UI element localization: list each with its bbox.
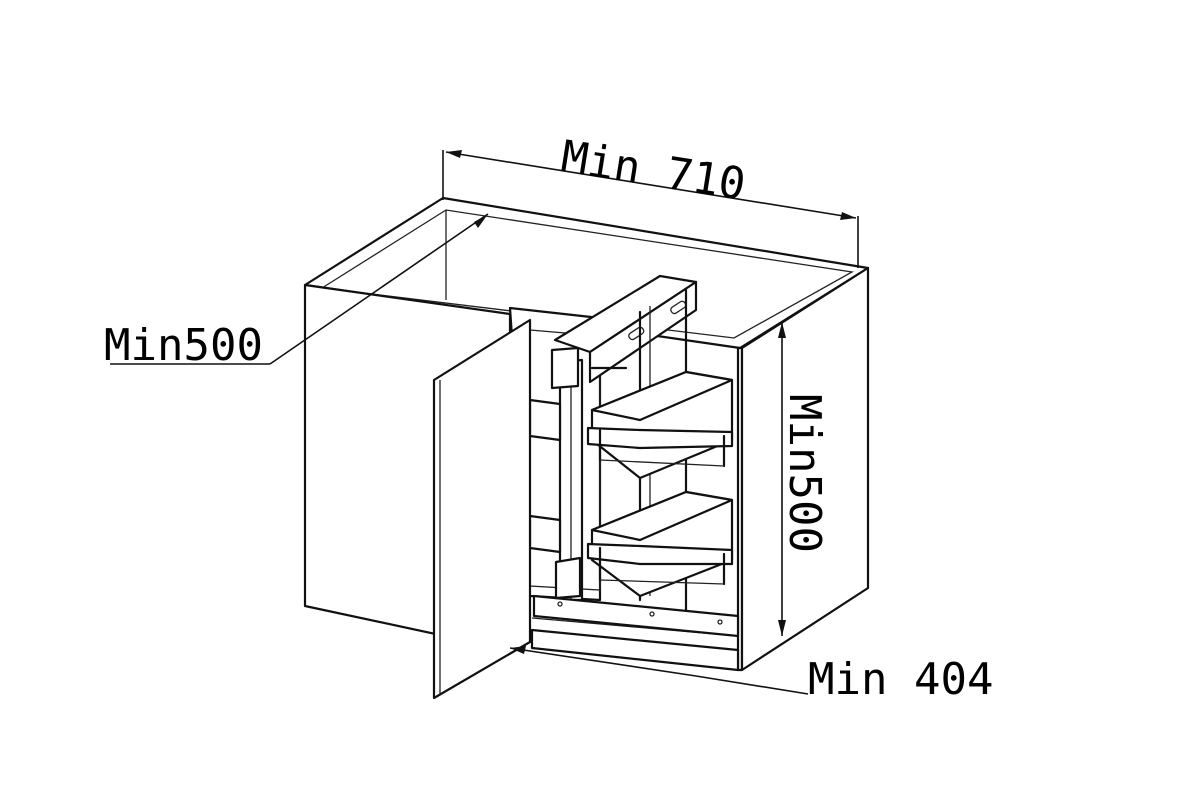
opening-dimension: Min 404 bbox=[509, 646, 993, 705]
depth-dimension: Min500 bbox=[104, 213, 489, 371]
lower-basket bbox=[586, 490, 734, 598]
cabinet-door bbox=[432, 318, 532, 700]
opening-label: Min 404 bbox=[808, 654, 993, 705]
base-runner bbox=[532, 594, 740, 638]
width-label: Min 710 bbox=[558, 131, 749, 210]
depth-label: Min500 bbox=[104, 320, 263, 371]
upper-basket bbox=[586, 370, 734, 480]
cabinet-plinth bbox=[530, 628, 740, 672]
height-label: Min500 bbox=[779, 394, 830, 553]
cabinet-right-side-panel bbox=[740, 266, 870, 672]
height-dimension: Min500 bbox=[778, 322, 830, 636]
